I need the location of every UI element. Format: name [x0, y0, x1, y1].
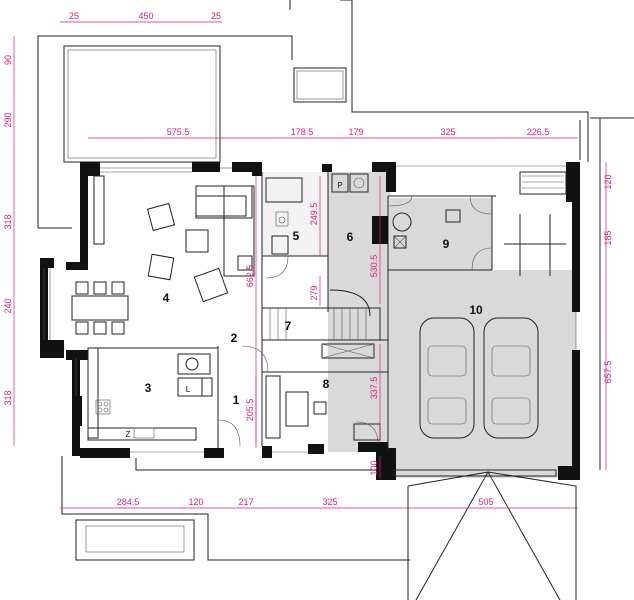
dim-upper-2: 178.5: [291, 127, 314, 137]
dim-inner-337-5: 337.5: [369, 377, 379, 400]
room-label-5: 5: [293, 229, 300, 243]
fixture-label-z: Z: [126, 430, 131, 439]
staircase: [261, 289, 381, 341]
floor-room-9: [388, 198, 492, 270]
floor-room-5: [262, 172, 328, 256]
dim-left-1: 90: [3, 55, 13, 65]
dim-left-5: 318: [3, 390, 13, 405]
fixture-label-l: L: [186, 385, 191, 394]
dim-inner-662-5: 662.5: [245, 265, 255, 288]
dim-bottom-3: 217: [238, 497, 253, 507]
room-label-4: 4: [163, 291, 170, 305]
wardrobe: [321, 343, 375, 359]
dim-top-2: 450: [138, 11, 153, 21]
armchair: [146, 202, 229, 303]
windows: [43, 165, 577, 453]
dining-table: [71, 281, 129, 335]
dim-bottom-5: 505: [478, 497, 493, 507]
room-label-2: 2: [231, 331, 238, 345]
dim-inner-205-5: 205.5: [245, 399, 255, 422]
coffee-table: [185, 229, 209, 253]
room-label-3: 3: [145, 381, 152, 395]
doors: [217, 195, 557, 477]
dim-top-1: 25: [69, 11, 79, 21]
dim-inner-100: 100: [369, 460, 379, 475]
floor-room-10: [388, 270, 576, 478]
sofa: [195, 185, 255, 277]
dim-inner-279: 279: [309, 285, 319, 300]
floor-room-6: [328, 172, 390, 452]
room-label-1: 1: [233, 393, 240, 407]
dim-left-3: 318: [3, 214, 13, 229]
exterior-walls: [40, 162, 580, 480]
dim-upper-1: 575.5: [167, 127, 190, 137]
terrace-right: [579, 117, 634, 470]
dim-top-3: 25: [211, 11, 221, 21]
room-label-6: 6: [347, 230, 354, 244]
dimension-lines: [13, 21, 607, 509]
terrace-bottom: [61, 456, 577, 600]
dim-right-2: 185: [603, 230, 613, 245]
dim-right-1: 120: [603, 174, 613, 189]
kitchen-counter: [87, 347, 213, 441]
room-label-7: 7: [285, 319, 292, 333]
dim-upper-5: 226.5: [527, 127, 550, 137]
dim-inner-249-5: 249.5: [309, 203, 319, 226]
dim-bottom-1: 284.5: [117, 497, 140, 507]
bike-rack: [504, 171, 567, 276]
bathroom-fixtures: [265, 177, 303, 255]
dim-inner-530-5: 530.5: [369, 255, 379, 278]
tv-unit: [93, 175, 253, 271]
dim-upper-4: 325: [440, 127, 455, 137]
laundry-fixtures: [331, 173, 369, 193]
dim-bottom-4: 325: [322, 497, 337, 507]
dim-right-3: 657.5: [603, 361, 613, 384]
dim-left-4: 240: [3, 298, 13, 313]
boiler-room-fixtures: [392, 209, 461, 249]
car-right: [483, 317, 539, 439]
dim-left-2: 290: [3, 112, 13, 127]
fixture-label-p: P: [337, 181, 342, 190]
dim-bottom-2: 120: [188, 497, 203, 507]
room-label-10: 10: [469, 303, 483, 317]
car-left: [419, 317, 475, 439]
room-label-9: 9: [443, 237, 450, 251]
dim-upper-3: 179: [348, 127, 363, 137]
terrace-top: [37, 0, 589, 229]
room-label-8: 8: [323, 377, 330, 391]
